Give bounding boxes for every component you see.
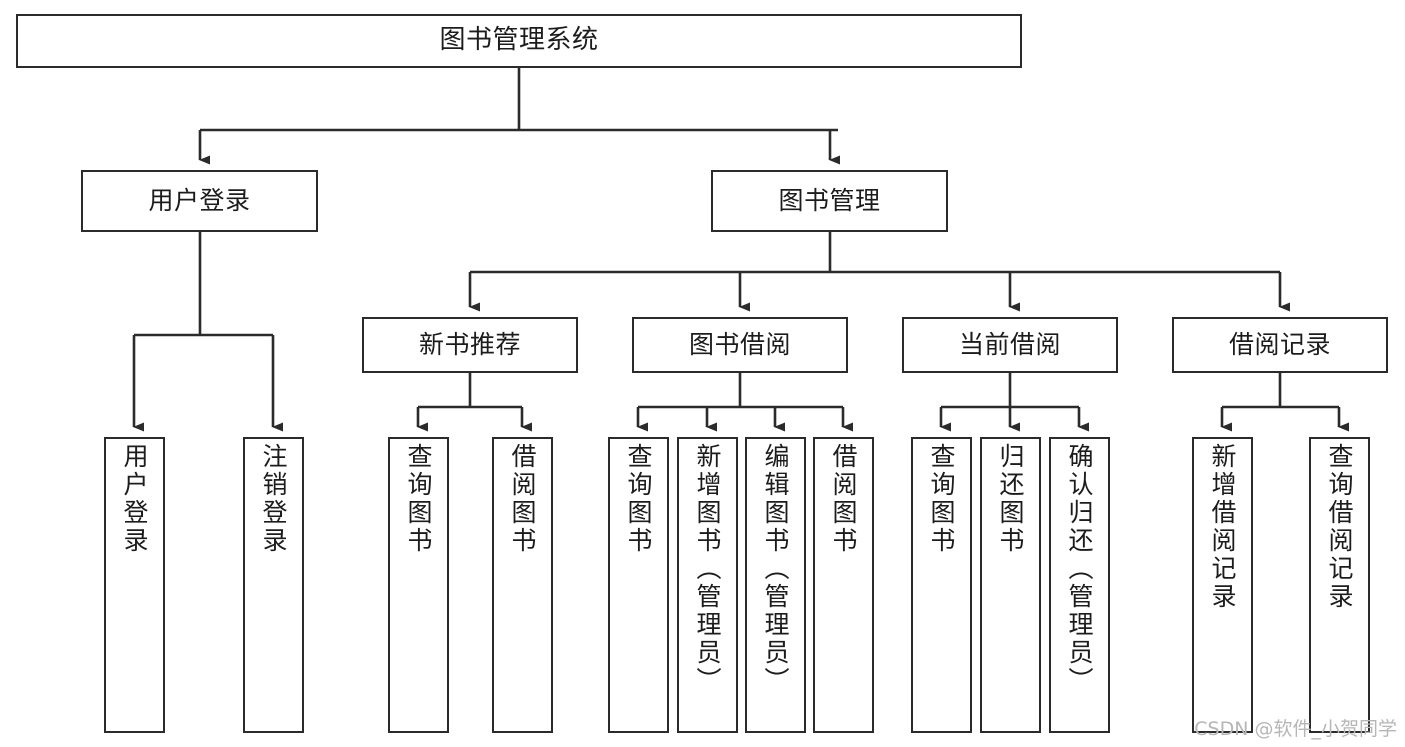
node-label: 新书推荐 (418, 329, 521, 359)
node-borrow-record[interactable]: 借阅记录 (1172, 317, 1388, 373)
leaf-borrow-query-book[interactable]: 查询图书 (608, 437, 669, 733)
node-label: 编辑图书（管理员） (761, 443, 790, 695)
node-label: 图书管理 (778, 185, 881, 215)
leaf-current-query-book[interactable]: 查询图书 (911, 437, 972, 733)
node-book-borrow[interactable]: 图书借阅 (632, 317, 848, 373)
node-book-management[interactable]: 图书管理 (711, 170, 948, 232)
leaf-user-login[interactable]: 用户登录 (104, 437, 165, 733)
node-new-book-recommend[interactable]: 新书推荐 (362, 317, 578, 373)
leaf-record-add-record[interactable]: 新增借阅记录 (1192, 437, 1253, 733)
node-label: 当前借阅 (958, 329, 1061, 359)
node-current-borrow[interactable]: 当前借阅 (902, 317, 1118, 373)
node-label: 借阅记录 (1228, 329, 1331, 359)
leaf-current-confirm-return-admin[interactable]: 确认归还（管理员） (1049, 437, 1110, 733)
node-label: 注销登录 (259, 443, 288, 555)
node-label: 用户登录 (148, 185, 251, 215)
node-label: 确认归还（管理员） (1065, 443, 1094, 695)
node-label: 图书管理系统 (439, 25, 599, 56)
leaf-newbook-query-book[interactable]: 查询图书 (388, 437, 449, 733)
leaf-borrow-add-book-admin[interactable]: 新增图书（管理员） (677, 437, 738, 733)
node-label: 借阅图书 (829, 443, 858, 555)
leaf-newbook-borrow-book[interactable]: 借阅图书 (492, 437, 553, 733)
leaf-logout[interactable]: 注销登录 (243, 437, 304, 733)
node-label: 查询图书 (404, 443, 433, 555)
node-label: 新增图书（管理员） (693, 443, 722, 695)
node-label: 查询借阅记录 (1325, 443, 1354, 611)
node-label: 用户登录 (120, 443, 149, 555)
leaf-current-return-book[interactable]: 归还图书 (980, 437, 1041, 733)
node-user-login[interactable]: 用户登录 (81, 170, 318, 232)
node-label: 图书借阅 (688, 329, 791, 359)
node-label: 查询图书 (927, 443, 956, 555)
node-label: 借阅图书 (508, 443, 537, 555)
node-root-system[interactable]: 图书管理系统 (16, 14, 1022, 68)
node-label: 新增借阅记录 (1208, 443, 1237, 611)
leaf-record-query-record[interactable]: 查询借阅记录 (1309, 437, 1370, 733)
node-label: 查询图书 (624, 443, 653, 555)
node-label: 归还图书 (996, 443, 1025, 555)
csdn-watermark: CSDN @软件_小贺同学 (1194, 718, 1397, 740)
leaf-borrow-borrow-book[interactable]: 借阅图书 (813, 437, 874, 733)
leaf-borrow-edit-book-admin[interactable]: 编辑图书（管理员） (745, 437, 806, 733)
